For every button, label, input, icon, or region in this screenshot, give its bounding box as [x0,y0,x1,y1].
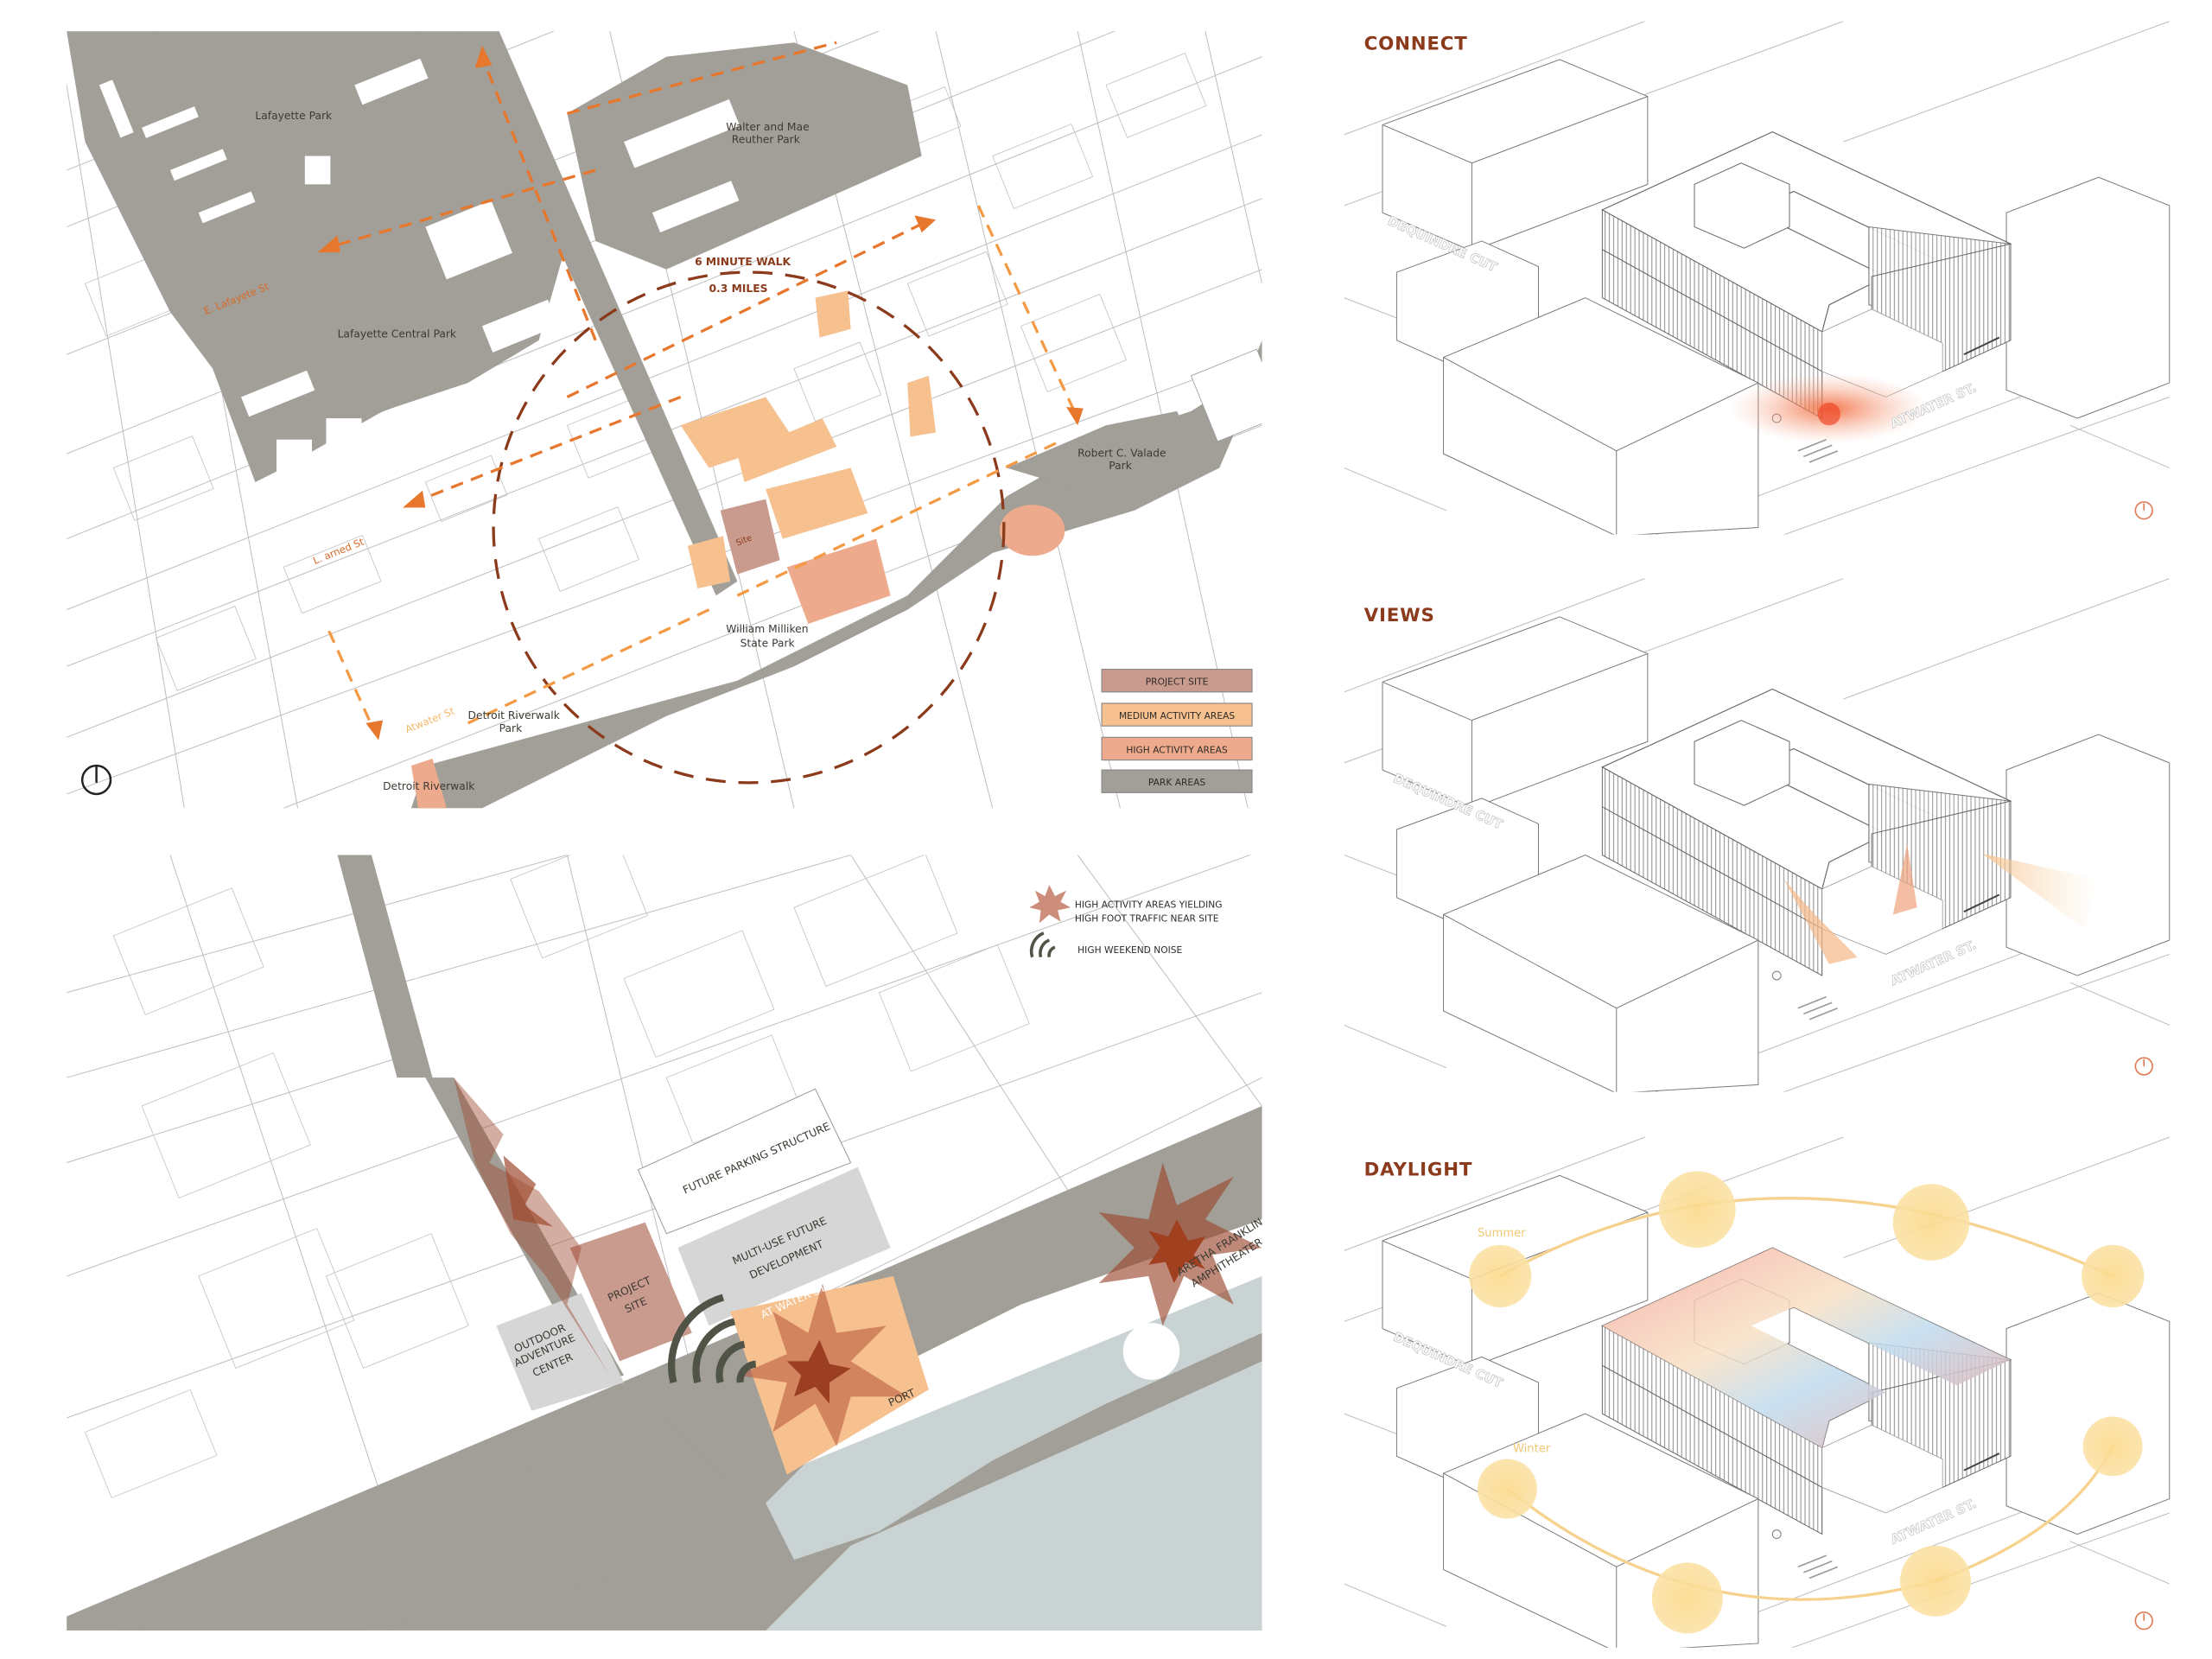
legend-high-activity: HIGH ACTIVITY AREAS [1101,736,1253,761]
clock-icon [2134,501,2153,520]
noise-icon [668,1294,757,1384]
legend-label: PROJECT SITE [1146,677,1209,688]
legend: PROJECT SITE MEDIUM ACTIVITY AREAS HIGH … [1101,668,1253,793]
legend-label: MEDIUM ACTIVITY AREAS [1119,710,1235,721]
label-reuther-park: Walter and Mae [726,121,809,133]
legend-label: HIGH ACTIVITY AREAS [1126,744,1228,755]
circulation-arrows [317,41,1084,741]
panel-title: DAYLIGHT [1364,1159,1473,1180]
iso-building-drawing [1344,21,2171,535]
label-detroit-riverwalk: Detroit Riverwalk [383,780,475,792]
legend-activity-text: HIGH ACTIVITY AREAS YIELDING [1075,899,1223,910]
legend-label: PARK AREAS [1148,777,1206,788]
label-lafayette-park: Lafayette Park [255,110,333,122]
activity-map: DEQUINDRE CUT GREENWAY FUTURE PARKING ST… [67,855,1262,1631]
winter-label: Winter [1513,1442,1551,1455]
context-map: Lafayette Park Lafayette Central Park Wa… [67,31,1262,809]
north-arrow-icon [80,764,112,796]
summer-label: Summer [1478,1227,1526,1240]
legend-project-site: PROJECT SITE [1101,668,1253,693]
label-valade-park: Robert C. Valade [1077,447,1166,459]
roof-daylight-map [1602,1248,2011,1448]
street-grid [67,31,1262,809]
walk-radius-circle [492,270,1006,785]
park-areas [67,31,1262,809]
view-cone [1982,853,2099,929]
label-milliken-park-2: State Park [741,637,796,649]
label-milliken-park: William Milliken [726,623,808,635]
label-reuther-park-2: Reuther Park [732,134,801,146]
iso-building-drawing [1344,578,2171,1092]
view-cone [1783,879,1858,964]
sun-path-summer [1469,1171,2145,1308]
label-lafayette-central-park: Lafayette Central Park [338,328,457,340]
legend-park-areas: PARK AREAS [1101,769,1253,793]
label-riverwalk-park: Detroit Riverwalk [468,709,561,721]
sun-path-winter [1477,1416,2143,1634]
view-cone [1892,843,1917,915]
label-riverwalk-park-2: Park [499,722,523,734]
panel-connect: CONNECT DEQUINDRE CUT ATWATER ST. [1344,21,2171,535]
project-site-block [569,1222,692,1362]
noise-legend-icon [1029,931,1056,958]
project-site [720,499,780,575]
legend-medium-activity: MEDIUM ACTIVITY AREAS [1101,702,1253,727]
legend-activity-text-2: HIGH FOOT TRAFFIC NEAR SITE [1075,913,1219,925]
panel-views: VIEWS DEQUINDRE CUT ATWATER ST. [1344,578,2171,1092]
panel-daylight: DAYLIGHT DEQUINDRE CUT ATWATER ST. Summe… [1344,1136,2171,1648]
activity-legend: HIGH ACTIVITY AREAS YIELDING HIGH FOOT T… [1029,885,1223,958]
clock-icon [2134,1611,2153,1630]
legend-noise-text: HIGH WEEKEND NOISE [1077,944,1182,956]
activity-areas [410,290,1065,809]
panel-title: VIEWS [1364,605,1435,626]
label-valade-park-2: Park [1109,460,1132,472]
walk-distance-label: 0.3 MILES [709,283,768,295]
clock-icon [2134,1057,2153,1076]
activity-burst-icons [454,1077,1262,1446]
panel-title: CONNECT [1364,33,1468,54]
activity-burst-icon [1029,885,1071,924]
walk-time-label: 6 MINUTE WALK [695,256,791,268]
lafayette-buildings [99,58,741,475]
